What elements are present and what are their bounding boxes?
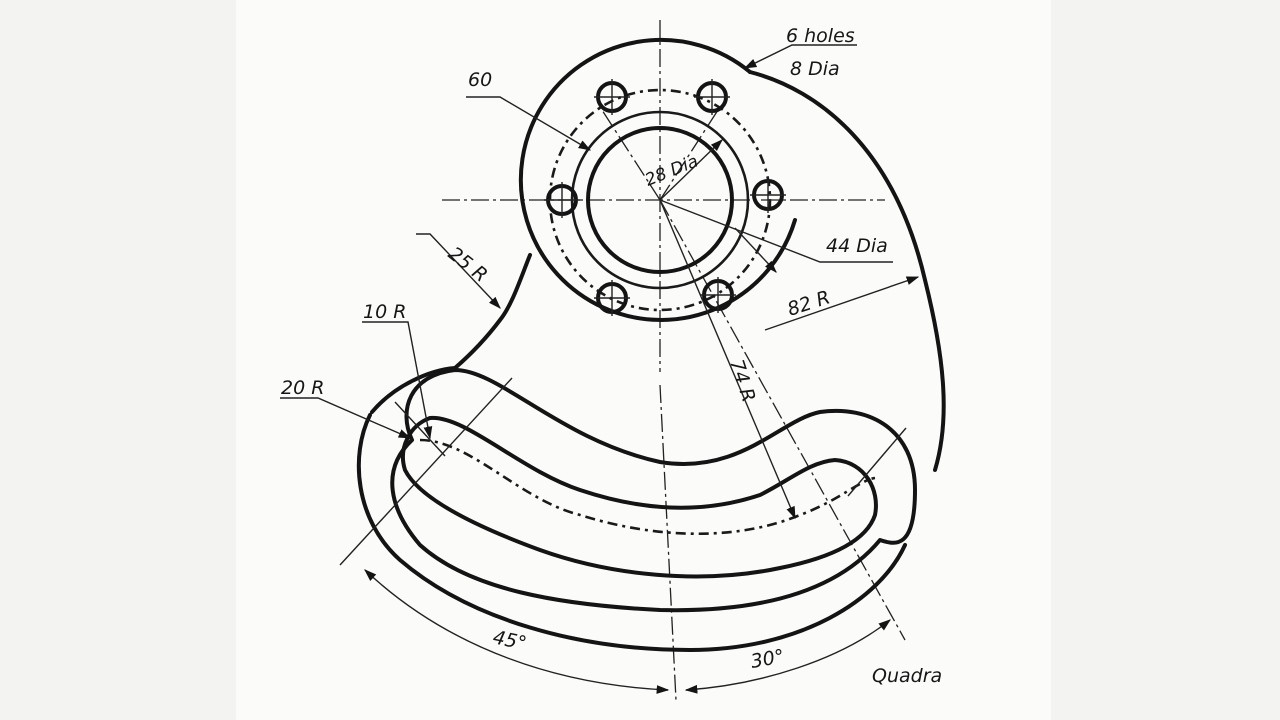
blend-25r: [453, 253, 532, 370]
angle-limit-line: [339, 377, 513, 566]
curved-slot: [390, 368, 917, 613]
hole: [700, 277, 736, 313]
outer-radius-label: 82 R: [785, 286, 833, 320]
bolt-holes: [544, 79, 786, 316]
leader-holes: [743, 44, 857, 69]
leader-pcd: [466, 96, 592, 151]
leader-25r: [416, 233, 501, 309]
leader-74r: [659, 199, 796, 520]
leader-82r: [764, 276, 920, 331]
angle-left-label: 45°: [491, 626, 529, 655]
slot-radius-label: 74 R: [725, 357, 759, 405]
leader-44-dia: [659, 199, 893, 263]
leader-10r: [362, 321, 433, 440]
outer-curve-82r: [748, 70, 946, 472]
angle-dim-30: [684, 619, 891, 694]
holes-count-label: 6 holes: [786, 25, 855, 47]
slot-end-line: [394, 401, 446, 457]
angle-right-label: 30°: [749, 645, 786, 673]
quadrant-label: Quadra: [872, 665, 942, 687]
small-radius-label: 10 R: [363, 301, 406, 323]
slot-end-line-right: [847, 427, 907, 497]
lower-outer-arc: [356, 413, 907, 652]
vertical-centerline-bottom: [659, 384, 677, 701]
slot-end-radius-label: 20 R: [281, 377, 324, 399]
hole: [594, 79, 630, 115]
hole: [544, 182, 580, 218]
slot-centerline-arc: [419, 438, 876, 536]
construction-lines: [339, 377, 907, 566]
angle-dim-45: [364, 569, 670, 694]
radial-centerline-30deg: [659, 199, 906, 641]
arrow-44-dia: [734, 227, 777, 273]
blend-10r: [370, 366, 457, 414]
bore-28-dia: [586, 126, 734, 274]
dimension-leaders: [280, 44, 920, 694]
leader-20r: [280, 397, 412, 439]
blend-radius-label: 25 R: [444, 243, 492, 287]
slot-inner-profile: [401, 415, 878, 579]
hole: [750, 177, 786, 213]
hole: [694, 79, 730, 115]
boss-dia-label: 44 Dia: [826, 235, 888, 257]
boss-outer-arc: [518, 37, 797, 322]
leader-28-dia: [659, 139, 723, 201]
hole: [594, 280, 630, 316]
pcd-label: 60: [468, 69, 492, 91]
bore-label: 28 Dia: [642, 151, 701, 190]
center-lines: [442, 20, 906, 701]
holes-dia-label: 8 Dia: [790, 58, 840, 80]
